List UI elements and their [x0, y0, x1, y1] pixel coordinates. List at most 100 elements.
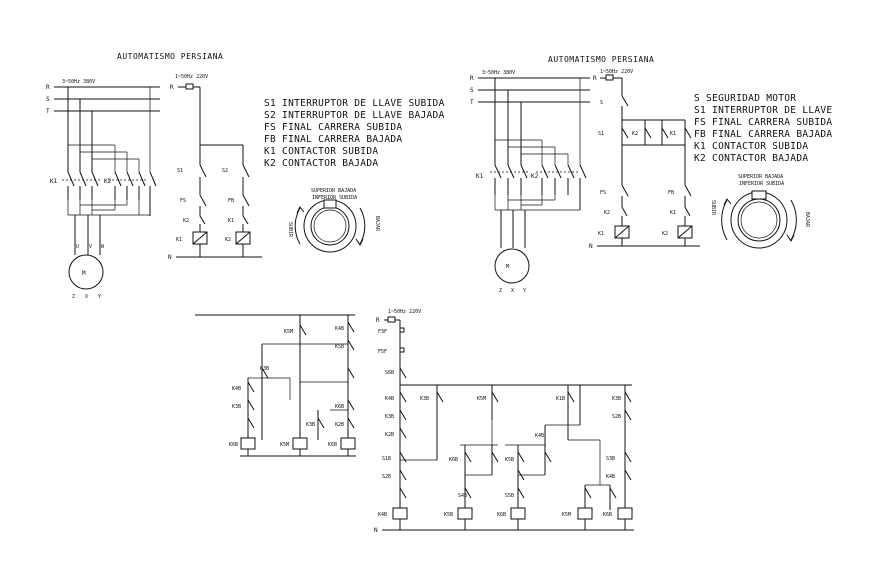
- motor-label: M: [82, 270, 86, 277]
- d2-phase-r: R: [470, 75, 474, 82]
- d4-top-1: F5F: [378, 349, 387, 355]
- svg-text:K1: K1: [228, 218, 234, 224]
- d2-drum-bottom: INFERIOR SUBIDA: [739, 181, 784, 187]
- control-supply: 1~50Hz 220V: [175, 74, 208, 80]
- legend-2-item-0: S SEGURIDAD MOTOR: [694, 93, 797, 104]
- d3-contact-5: K3B: [232, 404, 241, 410]
- fb-label: FB: [228, 198, 234, 204]
- d3-contact-4: K4B: [232, 386, 241, 392]
- diagram-1-legend: S1 INTERRUPTOR DE LLAVE SUBIDA S2 INTERR…: [264, 98, 445, 170]
- d3-contact-3: K3B: [260, 366, 269, 372]
- diagram-3: K5M K4B K5B K3B K4B K3B K6B K3B K2B K6B: [195, 314, 356, 457]
- d4-contact-8: K1B: [556, 396, 565, 402]
- legend-2-item-2: FS FINAL CARRERA SUBIDA: [694, 117, 833, 128]
- svg-text:X: X: [511, 288, 514, 294]
- svg-text:X: X: [85, 294, 88, 300]
- d4-contact-0: K4B: [385, 396, 394, 402]
- d2-s1-label: S1: [598, 131, 604, 137]
- k2-label: K2: [104, 178, 112, 185]
- d4-contact-11: S3B: [606, 456, 615, 462]
- d4-contact-14: K5B: [505, 457, 514, 463]
- d4-contact-7: K4B: [535, 433, 544, 439]
- svg-text:Z: Z: [499, 288, 502, 294]
- svg-text:R: R: [170, 84, 174, 91]
- d2-phase-s: S: [470, 87, 474, 94]
- phase-label-s: S: [46, 96, 50, 103]
- d4-contact-10: S2B: [612, 414, 621, 420]
- d4-contact-6: K5M: [477, 396, 486, 402]
- d2-fs-label: FS: [600, 190, 606, 196]
- svg-text:K1: K1: [176, 237, 182, 243]
- legend-2-item-3: FB FINAL CARRERA BAJADA: [694, 129, 833, 140]
- d4-contact-1: K3B: [385, 414, 394, 420]
- d3-coil-1: K5M: [280, 442, 289, 448]
- svg-text:K2: K2: [662, 231, 668, 237]
- drum-left-label: SUBIR: [287, 222, 293, 238]
- d4-contact-3: S1B: [382, 456, 391, 462]
- legend-1-item-1: S2 INTERRUPTOR DE LLAVE BAJADA: [264, 110, 445, 121]
- svg-text:W: W: [101, 244, 105, 250]
- diagram-2: R S T 3~50Hz 380V K1 K2: [470, 69, 810, 294]
- s2-label: S2: [222, 168, 228, 174]
- d3-contact-6: K6B: [335, 404, 344, 410]
- d4-contact-12: K4B: [606, 474, 615, 480]
- diagram-4: 1~50Hz 220V R F3F F5F S6B K4B K3B K2B S1…: [374, 309, 634, 534]
- svg-text:Z: Z: [72, 294, 75, 300]
- d3-coil-0: K6B: [229, 442, 238, 448]
- d4-contact-13: K6B: [449, 457, 458, 463]
- d4-contact-5: K3B: [420, 396, 429, 402]
- d3-contact-8: K2B: [335, 422, 344, 428]
- s1-label: S1: [177, 168, 183, 174]
- d4-coil-4: K6B: [603, 512, 612, 518]
- svg-text:K2: K2: [604, 210, 610, 216]
- d2-supply: 3~50Hz 380V: [482, 70, 515, 76]
- k1-label: K1: [50, 178, 58, 185]
- drum-bottom-label: INFERIOR SUBIDA: [312, 195, 357, 201]
- d4-contact-15: S4B: [458, 493, 467, 499]
- d4-coil-2: K6B: [497, 512, 506, 518]
- d4-supply: 1~50Hz 220V: [388, 309, 421, 315]
- d3-contact-1: K4B: [335, 326, 344, 332]
- d2-s-label: S: [600, 100, 603, 106]
- d2-k1-label: K1: [476, 173, 484, 180]
- d4-coil-1: K5B: [444, 512, 453, 518]
- diagram-1: R S T 3~50Hz 380V K1 K2: [46, 74, 380, 300]
- d2-drum-top: SUPERIOR BAJADA: [738, 174, 783, 180]
- d4-contact-16: S5B: [505, 493, 514, 499]
- svg-text:R: R: [593, 75, 597, 82]
- legend-1-item-0: S1 INTERRUPTOR DE LLAVE SUBIDA: [264, 98, 445, 109]
- d4-neutral: N: [374, 527, 378, 534]
- svg-text:M: M: [506, 264, 509, 270]
- d2-phase-t: T: [470, 99, 474, 106]
- diagram-2-title: AUTOMATISMO PERSIANA: [548, 55, 655, 64]
- supply-label: 3~50Hz 380V: [62, 79, 95, 85]
- svg-text:Y: Y: [98, 294, 101, 300]
- svg-text:K2: K2: [632, 131, 638, 137]
- svg-text:Y: Y: [523, 288, 526, 294]
- phase-label-t: T: [46, 108, 50, 115]
- d4-contact-4: S2B: [382, 474, 391, 480]
- d2-drum-left: SUBIR: [710, 200, 716, 216]
- neutral-label: N: [168, 254, 172, 261]
- legend-1-item-5: K2 CONTACTOR BAJADA: [264, 158, 379, 169]
- legend-2-item-5: K2 CONTACTOR BAJADA: [694, 153, 809, 164]
- d3-coil-2: K6B: [328, 442, 337, 448]
- svg-text:K1: K1: [670, 210, 676, 216]
- d3-contact-0: K5M: [284, 329, 293, 335]
- d2-k2-label: K2: [531, 173, 539, 180]
- svg-text:K2: K2: [183, 218, 189, 224]
- d4-contact-2: K2B: [385, 432, 394, 438]
- d4-contact-9: K3B: [612, 396, 621, 402]
- legend-2-item-1: S1 INTERRUPTOR DE LLAVE: [694, 105, 833, 116]
- drum-right-label: BAJAR: [374, 216, 380, 232]
- svg-text:V: V: [89, 244, 92, 250]
- diagram-1-title: AUTOMATISMO PERSIANA: [117, 52, 224, 61]
- svg-text:K1: K1: [670, 131, 676, 137]
- svg-text:K2: K2: [225, 237, 231, 243]
- legend-1-item-2: FS FINAL CARRERA SUBIDA: [264, 122, 403, 133]
- legend-2-item-4: K1 CONTACTOR SUBIDA: [694, 141, 809, 152]
- d4-top-2: S6B: [385, 370, 394, 376]
- legend-1-item-3: FB FINAL CARRERA BAJADA: [264, 134, 403, 145]
